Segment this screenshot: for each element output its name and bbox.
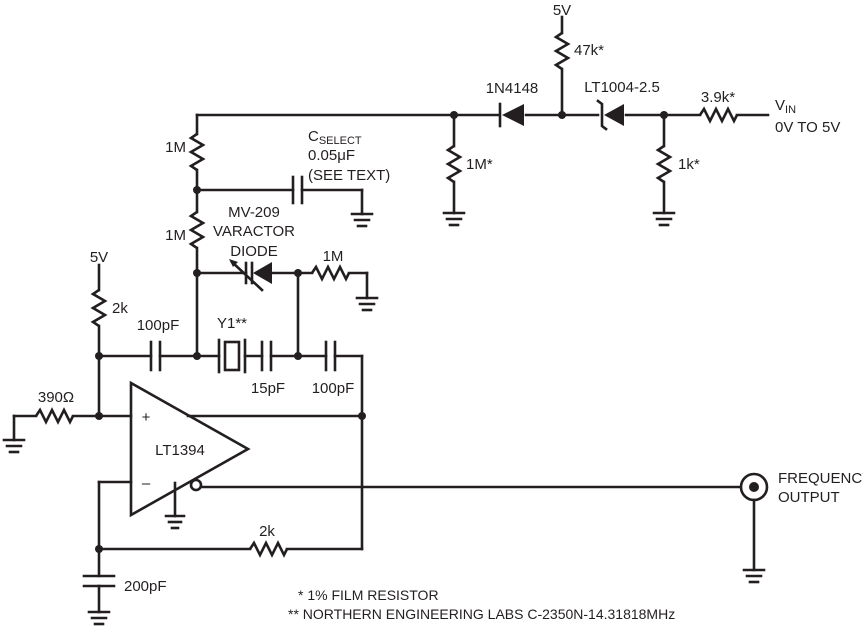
diode-1n4148 — [498, 102, 524, 128]
r-1m-mid-label: 1M — [165, 227, 186, 244]
capacitor-200pf — [82, 574, 116, 626]
resistor-1m-right — [296, 264, 379, 312]
vin-range-label: 0V TO 5V — [775, 119, 840, 136]
c-100pf-left-label: 100pF — [137, 317, 180, 334]
opamp-minus-label: – — [142, 475, 151, 492]
resistor-390 — [2, 407, 101, 454]
r-47k-label: 47k* — [574, 42, 604, 59]
supply-left-label: 5V — [90, 249, 108, 266]
junction-1k — [660, 111, 668, 119]
resistor-47k — [553, 15, 571, 117]
junction-1m-star — [450, 111, 458, 119]
output-label-line2: OUTPUT — [778, 489, 840, 506]
junction-plus-feedback — [358, 412, 366, 420]
resistor-1m-mid — [188, 210, 206, 358]
crystal-y1 — [195, 338, 264, 374]
r-1m-star-label: 1M* — [466, 156, 493, 173]
c-select-value: 0.05μF — [308, 147, 355, 164]
c-select-label: CSELECT — [308, 128, 362, 147]
output-label-line1: FREQUENCY — [778, 470, 863, 487]
footnote-1: * 1% FILM RESISTOR — [298, 587, 439, 603]
junction-47k — [558, 111, 566, 119]
supply-left-2k — [90, 263, 108, 418]
output-connector — [739, 472, 769, 584]
diode-1n4148-label: 1N4148 — [486, 80, 539, 97]
c-200pf-label: 200pF — [124, 578, 167, 595]
reference-lt1004 — [596, 99, 624, 131]
junction-minus-feedback — [95, 545, 103, 553]
supply-top-label: 5V — [553, 2, 571, 19]
crystal-label: Y1** — [217, 315, 247, 332]
vin-label: VIN — [775, 97, 796, 116]
opamp-label: LT1394 — [155, 442, 205, 459]
r-390-label: 390Ω — [38, 389, 74, 406]
varactor-diode — [195, 259, 300, 292]
r-1m-top-label: 1M — [165, 139, 186, 156]
r-1k-label: 1k* — [678, 156, 700, 173]
varactor-line2: VARACTOR — [213, 223, 295, 240]
resistor-1m-star — [442, 113, 466, 227]
capacitor-15pf — [260, 340, 300, 372]
capacitor-100pf-right — [296, 340, 364, 551]
resistor-3-9k — [698, 106, 739, 124]
opamp-plus-label: + — [142, 409, 151, 426]
r-2k-top-label: 2k — [112, 300, 128, 317]
r-2k-bottom-label: 2k — [259, 523, 275, 540]
r-1m-right-label: 1M — [323, 248, 344, 265]
reference-lt1004-label: LT1004-2.5 — [584, 79, 660, 96]
resistor-1k — [652, 113, 676, 227]
capacitor-100pf-left — [97, 340, 199, 372]
r-3-9k-label: 3.9k* — [701, 89, 735, 106]
c-select-note: (SEE TEXT) — [308, 167, 390, 184]
c-15pf-label: 15pF — [251, 380, 285, 397]
varactor-line1: MV-209 — [228, 204, 280, 221]
footnote-2: ** NORTHERN ENGINEERING LABS C-2350N-14.… — [288, 606, 675, 622]
resistor-2k-bottom — [97, 540, 364, 558]
c-100pf-right-label: 100pF — [312, 380, 355, 397]
capacitor-cselect — [195, 175, 374, 228]
resistor-1m-top — [188, 113, 206, 214]
opamp-lt1394 — [97, 380, 742, 578]
varactor-line3: DIODE — [230, 243, 278, 260]
